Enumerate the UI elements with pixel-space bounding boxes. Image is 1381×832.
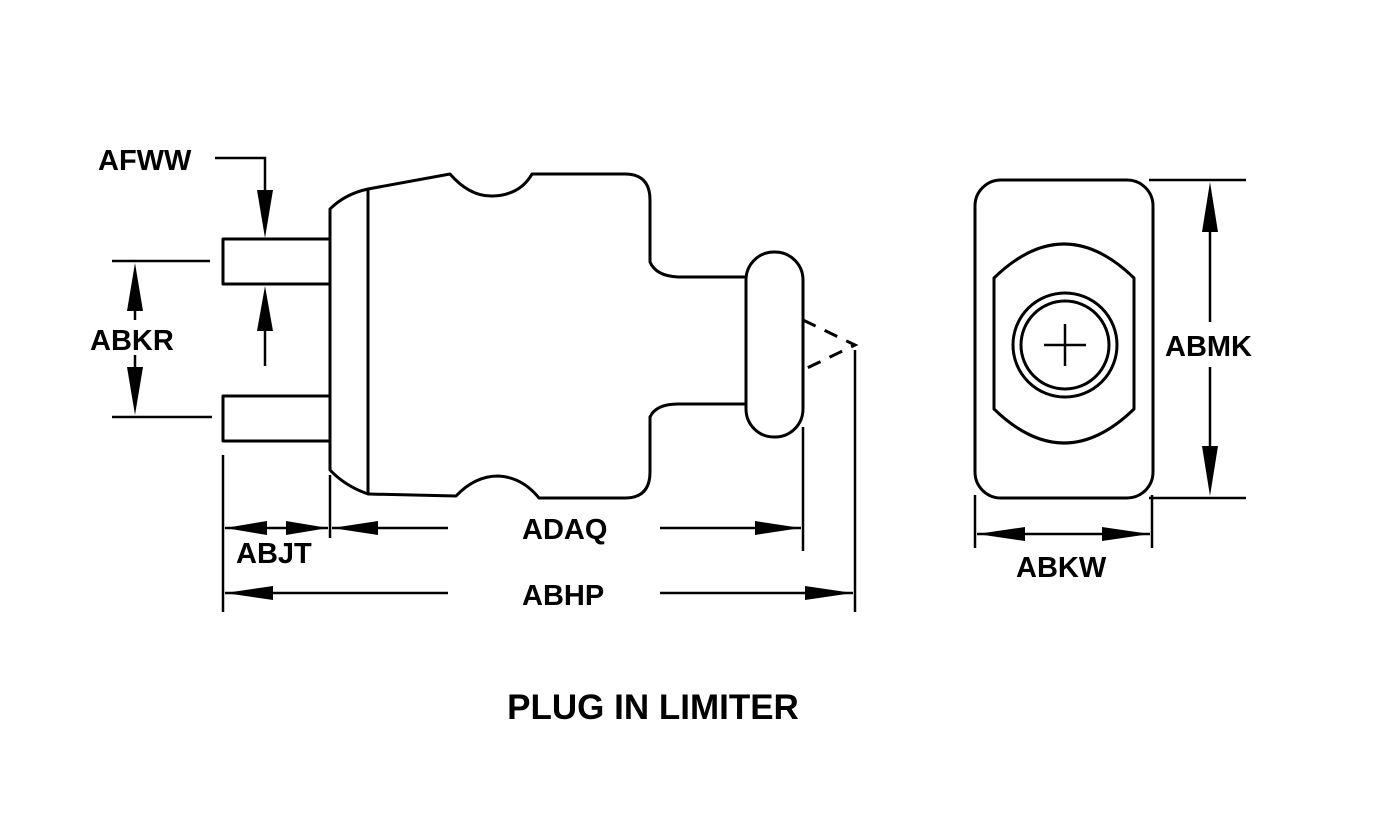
abmk-arrow-down bbox=[1202, 446, 1218, 496]
abkr-arrow-up bbox=[127, 263, 143, 311]
plug-face bbox=[328, 187, 370, 496]
screw-outer-ring bbox=[1011, 291, 1119, 399]
afww-arrow-up bbox=[257, 286, 273, 331]
abkr-label: ABKR bbox=[90, 325, 174, 357]
abjt-arrow-right bbox=[286, 521, 328, 535]
adaq-label: ADAQ bbox=[522, 514, 607, 546]
plug-body bbox=[367, 172, 747, 500]
afww-leader bbox=[215, 156, 267, 200]
adaq-arrow-left bbox=[332, 521, 378, 535]
end-view: ABMK ABKW bbox=[973, 178, 1252, 584]
hidden-cone bbox=[802, 318, 859, 372]
abhp-label: ABHP bbox=[522, 580, 604, 612]
abmk-label: ABMK bbox=[1165, 331, 1252, 363]
abjt-arrow-left bbox=[225, 521, 267, 535]
afww-label: AFWW bbox=[98, 145, 192, 177]
abjt-label: ABJT bbox=[236, 538, 312, 570]
abkw-arrow-left bbox=[977, 527, 1025, 541]
end-view-recess bbox=[992, 242, 1136, 445]
prong-top bbox=[221, 237, 330, 286]
abkw-arrow-right bbox=[1102, 527, 1150, 541]
abkr-arrow-down bbox=[127, 367, 143, 415]
drawing-title: PLUG IN LIMITER bbox=[507, 688, 799, 727]
prong-bottom bbox=[221, 394, 330, 443]
abhp-arrow-left bbox=[225, 586, 273, 600]
abkw-label: ABKW bbox=[1016, 552, 1107, 584]
afww-arrow-down bbox=[257, 190, 273, 238]
screw-inner-ring bbox=[1019, 299, 1111, 391]
adaq-arrow-right bbox=[755, 521, 801, 535]
abhp-arrow-right bbox=[805, 586, 853, 600]
side-view: AFWW ABKR ABJT ADAQ ABHP bbox=[90, 145, 859, 612]
knob-cap bbox=[744, 250, 805, 439]
abmk-arrow-up bbox=[1202, 182, 1218, 232]
end-view-outline bbox=[973, 178, 1155, 500]
